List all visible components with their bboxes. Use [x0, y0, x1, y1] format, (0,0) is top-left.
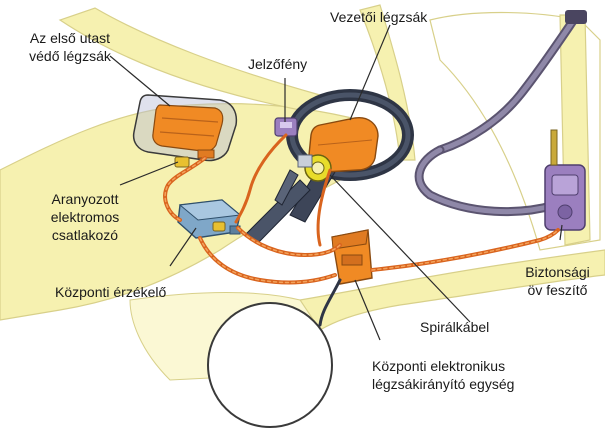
airbag-control-unit	[332, 230, 372, 284]
label-control-unit-line2: légzsákirányító egység	[372, 375, 514, 393]
label-spiral-cable: Spirálkábel	[420, 318, 489, 336]
label-passenger-airbag-line1: Az első utast	[10, 29, 130, 47]
label-belt-tensioner-line1: Biztonsági	[515, 263, 600, 281]
label-gold-connector-line1: Aranyozott	[30, 190, 140, 208]
label-control-unit-line1: Központi elektronikus	[372, 357, 514, 375]
indicator-light	[275, 118, 297, 136]
label-central-sensor: Központi érzékelő	[55, 283, 166, 301]
label-control-unit: Központi elektronikus légzsákirányító eg…	[372, 357, 514, 393]
wheel-arch	[208, 303, 332, 427]
label-gold-connector: Aranyozott elektromos csatlakozó	[30, 190, 140, 244]
label-belt-tensioner: Biztonsági öv feszítő	[515, 263, 600, 299]
label-indicator-light: Jelzőfény	[248, 55, 307, 73]
label-belt-tensioner-line2: öv feszítő	[515, 281, 600, 299]
passenger-airbag	[134, 95, 237, 161]
label-gold-connector-line2: elektromos	[30, 208, 140, 226]
label-gold-connector-line3: csatlakozó	[30, 226, 140, 244]
label-passenger-airbag-line2: védő légzsák	[10, 47, 130, 65]
label-driver-airbag: Vezetői légzsák	[330, 8, 427, 26]
label-passenger-airbag: Az első utast védő légzsák	[10, 29, 130, 65]
